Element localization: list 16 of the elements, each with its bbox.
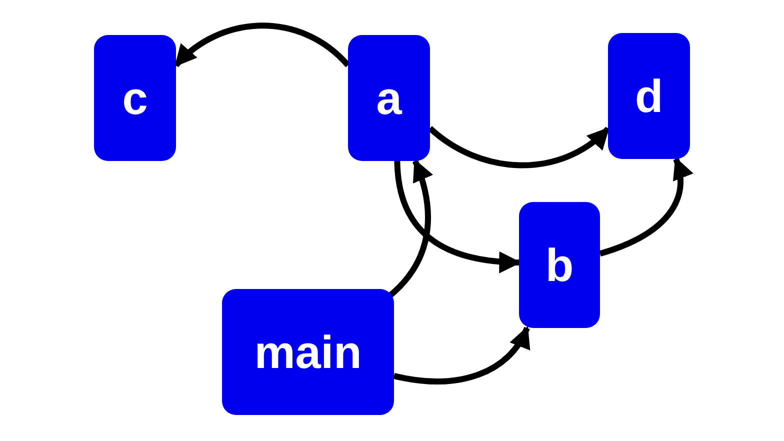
node-box [222, 289, 394, 415]
node-label: c [122, 71, 148, 125]
node-label: a [376, 71, 402, 125]
node-box [519, 202, 600, 328]
node-label: main [254, 325, 362, 379]
node-box [348, 35, 430, 161]
node-label: d [634, 69, 664, 123]
arrow [393, 326, 530, 384]
arrow [428, 126, 610, 168]
node-label: b [545, 238, 574, 292]
arrow [599, 156, 692, 257]
arrow [174, 22, 350, 68]
node-box [608, 33, 690, 159]
node-box [94, 35, 176, 161]
arrow [394, 160, 522, 273]
arrow [386, 158, 433, 299]
